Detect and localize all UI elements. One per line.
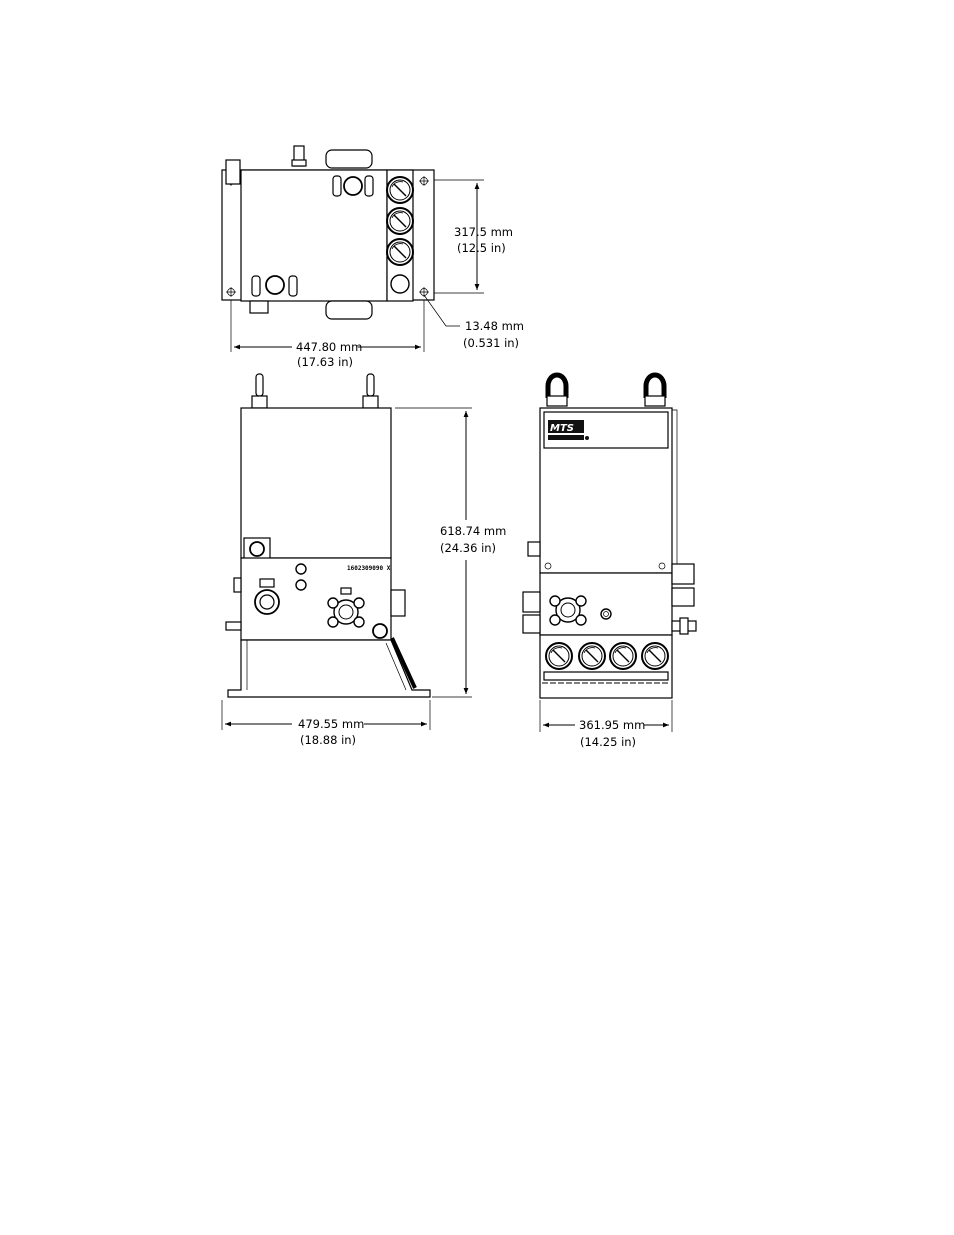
serial-number-label: 1602309090 X (347, 565, 391, 572)
dim-top-width: 447.80 mm (17.63 in) (230, 300, 425, 369)
side-view: 1602309090 X 618.74 mm (24.36 in) (221, 373, 506, 747)
side-view-tank (240, 407, 392, 559)
top-view-port-cluster (251, 175, 374, 297)
hydraulic-port-icon (327, 597, 365, 628)
dim-top-depth-mm: 317.5 mm (454, 225, 513, 239)
fitting-icon (225, 145, 373, 320)
dim-top-depth: 317.5 mm (12.5 in) (434, 179, 513, 294)
pressure-gauge-icon (386, 176, 414, 294)
lifting-eye-icon (545, 372, 667, 407)
dim-side-width-in: (18.88 in) (300, 733, 356, 747)
dim-height-mm: 618.74 mm (440, 524, 506, 538)
dim-height: 618.74 mm (24.36 in) (395, 407, 506, 698)
fitting-icon (671, 617, 697, 635)
dim-top-width-in: (17.63 in) (297, 355, 353, 369)
dim-side-width-mm: 479.55 mm (298, 717, 364, 731)
dim-top-depth-in: (12.5 in) (457, 241, 506, 255)
mts-logo-text: MTS (550, 423, 574, 434)
side-view-base (227, 639, 431, 698)
dim-front-width-mm: 361.95 mm (579, 718, 645, 732)
dim-top-offset-in: (0.531 in) (463, 336, 519, 350)
lifting-eye-icon (251, 373, 379, 409)
dim-front-width-in: (14.25 in) (580, 735, 636, 749)
hydraulic-port-icon (549, 595, 587, 626)
dim-top-width-mm: 447.80 mm (296, 340, 362, 354)
dim-side-width: 479.55 mm (18.88 in) (221, 700, 431, 747)
dim-height-in: (24.36 in) (440, 541, 496, 555)
dim-top-offset-mm: 13.48 mm (465, 319, 524, 333)
top-view-reservoir (240, 169, 388, 302)
dim-top-offset: 13.48 mm (0.531 in) (423, 294, 524, 350)
front-view: MTS (522, 372, 697, 749)
dim-front-width: 361.95 mm (14.25 in) (539, 700, 673, 749)
top-view: 317.5 mm (12.5 in) 13.48 mm (0.531 in) 4… (221, 145, 524, 369)
mts-logo: MTS (548, 420, 589, 440)
